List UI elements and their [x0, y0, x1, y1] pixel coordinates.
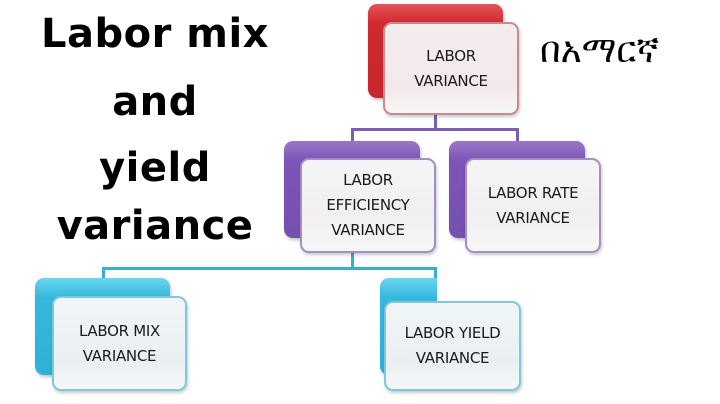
connector-mix-drop — [102, 267, 105, 280]
labor-efficiency-variance-box: LABOR EFFICIENCY VARIANCE — [300, 158, 436, 253]
connector-root-stem — [434, 112, 437, 130]
labor-mix-variance-box: LABOR MIX VARIANCE — [52, 296, 187, 391]
title-line-3: yield — [95, 145, 215, 191]
labor-yield-variance-box: LABOR YIELD VARIANCE — [384, 301, 521, 391]
labor-mix-line-1: LABOR MIX — [79, 321, 160, 340]
connector-efficiency-stem — [351, 250, 354, 269]
labor-efficiency-line-2: EFFICIENCY — [326, 196, 410, 214]
connector-rate-drop — [516, 128, 519, 143]
labor-variance-box: LABOR VARIANCE — [383, 22, 519, 115]
connector-efficiency-drop — [351, 128, 354, 143]
title-line-2: and — [108, 79, 202, 125]
labor-efficiency-line-3: VARIANCE — [331, 221, 405, 239]
labor-yield-line-2: VARIANCE — [415, 349, 490, 367]
title: Labor mix and yield variance — [0, 5, 310, 255]
connector-level2-bar — [351, 128, 519, 131]
labor-rate-line-2: VARIANCE — [496, 208, 570, 227]
labor-mix-line-2: VARIANCE — [82, 346, 157, 365]
connector-yield-drop — [434, 267, 437, 280]
labor-yield-line-1: LABOR YIELD — [404, 324, 501, 342]
title-line-1: Labor mix — [37, 11, 273, 57]
labor-rate-variance-box: LABOR RATE VARIANCE — [465, 158, 601, 253]
labor-variance-line-2: VARIANCE — [414, 71, 488, 90]
connector-level3-bar — [102, 267, 437, 270]
amharic-language-label: በአማርኛ — [540, 30, 660, 71]
white-overlay — [437, 270, 527, 306]
labor-rate-line-1: LABOR RATE — [487, 183, 579, 202]
labor-variance-line-1: LABOR — [426, 46, 476, 65]
labor-efficiency-line-1: LABOR — [343, 171, 393, 189]
title-line-4: variance — [52, 203, 258, 249]
